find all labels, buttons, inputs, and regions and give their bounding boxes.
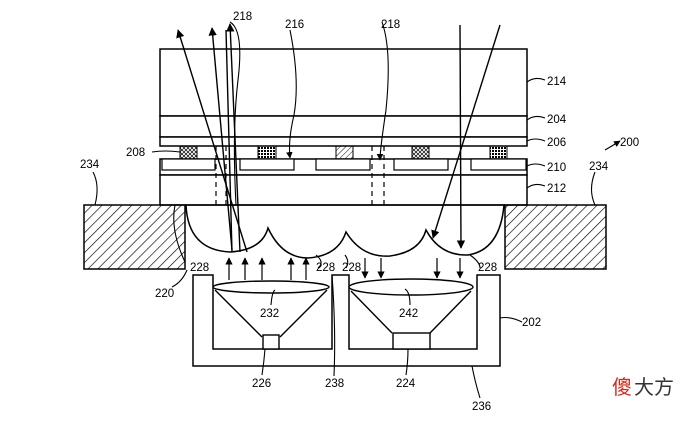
label-236: 236 <box>472 401 491 413</box>
label-204: 204 <box>547 114 567 126</box>
label-232: 232 <box>260 308 279 320</box>
light-rays <box>176 23 501 253</box>
label-200: 200 <box>620 137 639 149</box>
label-228-a: 228 <box>190 262 209 274</box>
label-238: 238 <box>325 378 344 390</box>
support-234-left <box>83 204 186 270</box>
watermark-chars: 大方 <box>634 375 674 399</box>
support-234-right <box>504 204 607 270</box>
label-214: 214 <box>547 76 567 88</box>
label-242: 242 <box>399 308 418 320</box>
label-228-c: 228 <box>342 262 361 274</box>
reference-labels: 218 216 218 214 204 206 210 212 200 234 … <box>80 11 639 413</box>
layer-204 <box>159 115 528 138</box>
label-224: 224 <box>396 378 416 390</box>
label-202: 202 <box>522 317 541 329</box>
lens-242 <box>348 278 474 350</box>
label-208: 208 <box>126 147 145 159</box>
watermark: 傻 大方 <box>612 375 674 399</box>
label-218-left: 218 <box>233 11 252 23</box>
watermark-char-red: 傻 <box>612 375 632 399</box>
layer-212 <box>159 174 528 206</box>
leader-lines <box>92 21 621 399</box>
dashed-guides <box>215 146 385 205</box>
label-206: 206 <box>547 137 566 149</box>
lens-232 <box>212 280 330 350</box>
label-234-left: 234 <box>80 159 100 171</box>
label-226: 226 <box>252 378 271 390</box>
label-218-right: 218 <box>381 19 400 31</box>
microlens-array <box>185 204 505 259</box>
label-210: 210 <box>547 162 566 174</box>
housing-202 <box>192 274 501 367</box>
label-212: 212 <box>547 183 566 195</box>
filter-row <box>179 145 508 160</box>
label-234-right: 234 <box>589 161 609 173</box>
upward-arrows <box>225 257 310 280</box>
label-228-d: 228 <box>478 262 497 274</box>
layer-210 <box>159 158 528 176</box>
layer-206 <box>159 136 528 147</box>
downward-arrows <box>361 258 464 279</box>
layer-214 <box>159 48 528 117</box>
label-220: 220 <box>155 288 174 300</box>
label-228-b: 228 <box>316 262 335 274</box>
label-216: 216 <box>285 19 304 31</box>
